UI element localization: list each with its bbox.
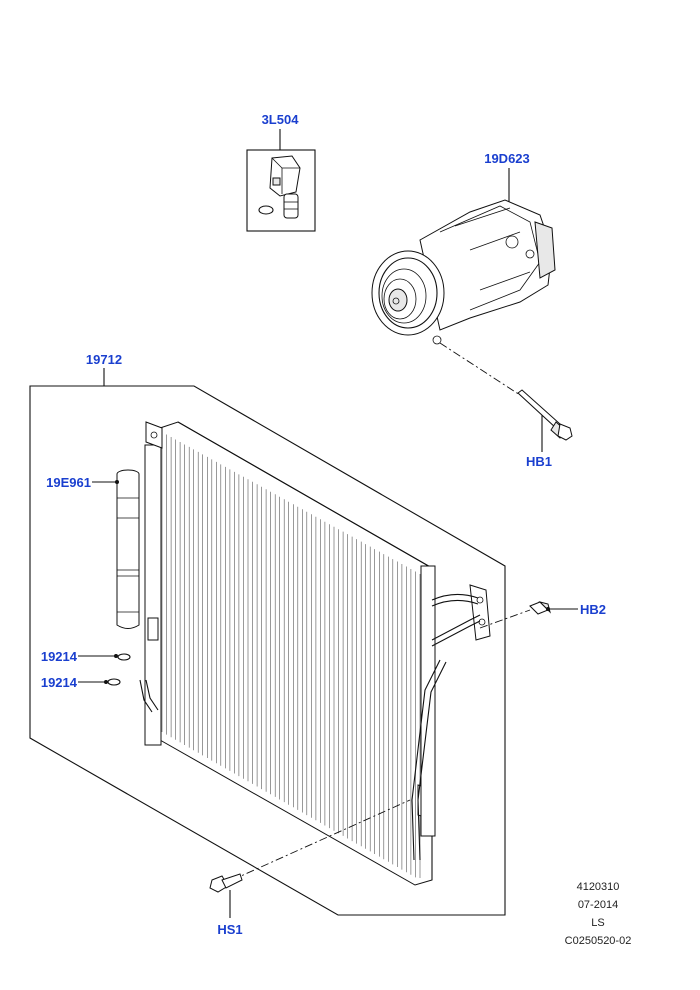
- receiver-dryer-icon: [116, 469, 140, 629]
- oring-icon: [258, 205, 274, 215]
- bolt-hs1-group: [209, 799, 411, 918]
- label-compressor: 19D623: [484, 151, 530, 166]
- sensor-group: [246, 129, 316, 232]
- label-dryer: 19E961: [46, 475, 91, 490]
- info-line-4: C0250520-02: [565, 935, 632, 947]
- bolt-hb1-group: [517, 389, 573, 452]
- label-sensor: 3L504: [262, 112, 300, 127]
- bolt-hb1-icon: [517, 389, 573, 441]
- label-oring-lower: 19214: [41, 675, 78, 690]
- orings-group: [78, 653, 131, 686]
- pressure-sensor-icon: [269, 155, 301, 219]
- info-line-3: LS: [591, 917, 604, 929]
- label-bolt-hb1: HB1: [526, 454, 552, 469]
- compressor-group: [371, 168, 556, 396]
- oring-upper-icon: [117, 653, 131, 661]
- label-bolt-hs1: HS1: [217, 922, 242, 937]
- dryer-group: [92, 469, 140, 629]
- condenser-group: [29, 368, 531, 916]
- bolt-hb2-group: [529, 601, 578, 615]
- info-line-2: 07-2014: [578, 899, 618, 911]
- info-line-1: 4120310: [577, 881, 620, 893]
- label-oring-upper: 19214: [41, 649, 78, 664]
- ac-compressor-icon: [371, 199, 556, 345]
- bolt-hs1-icon: [209, 873, 243, 893]
- info-block: 4120310 07-2014 LS C0250520-02: [565, 881, 632, 947]
- label-bolt-hb2: HB2: [580, 602, 606, 617]
- oring-lower-icon: [107, 678, 121, 686]
- label-condenser: 19712: [86, 352, 122, 367]
- condenser-core-icon: [139, 421, 491, 886]
